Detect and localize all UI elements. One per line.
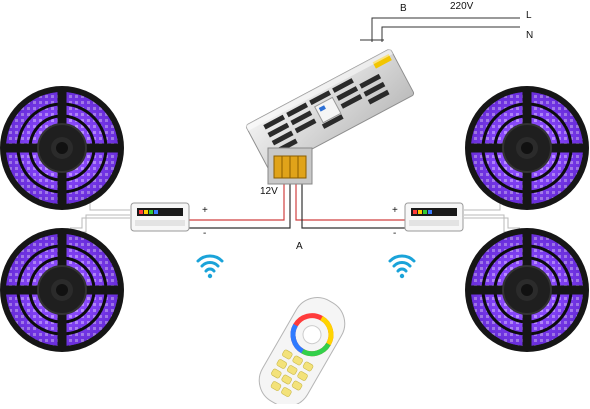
led-reel-bottom-right — [465, 228, 589, 352]
label-dc-voltage: 12V — [260, 186, 278, 197]
mains-wiring — [360, 17, 520, 42]
power-supply — [245, 48, 415, 171]
label-right-minus: - — [393, 228, 397, 239]
label-live: L — [526, 10, 532, 21]
led-wiring — [70, 199, 520, 233]
wifi-signal-right-icon — [388, 254, 416, 280]
rgb-controller-left — [130, 202, 190, 232]
label-neutral: N — [526, 30, 534, 41]
dc-wiring — [189, 183, 405, 229]
rgb-controller-right — [404, 202, 464, 232]
psu-terminal-block — [267, 147, 313, 185]
led-reel-top-right — [465, 86, 589, 210]
led-reel-bottom-left — [0, 228, 124, 352]
label-left-minus: - — [203, 228, 207, 239]
label-left-plus: + — [202, 205, 208, 216]
label-mains-voltage: 220V — [450, 1, 474, 12]
label-point-a: A — [296, 241, 303, 252]
label-point-b: B — [400, 3, 407, 14]
psu-vents — [263, 73, 390, 154]
label-right-plus: + — [392, 205, 398, 216]
led-reel-top-left — [0, 86, 124, 210]
wifi-signal-left-icon — [196, 254, 224, 280]
rgb-touch-remote — [258, 297, 346, 407]
remote-buttons — [270, 349, 314, 397]
